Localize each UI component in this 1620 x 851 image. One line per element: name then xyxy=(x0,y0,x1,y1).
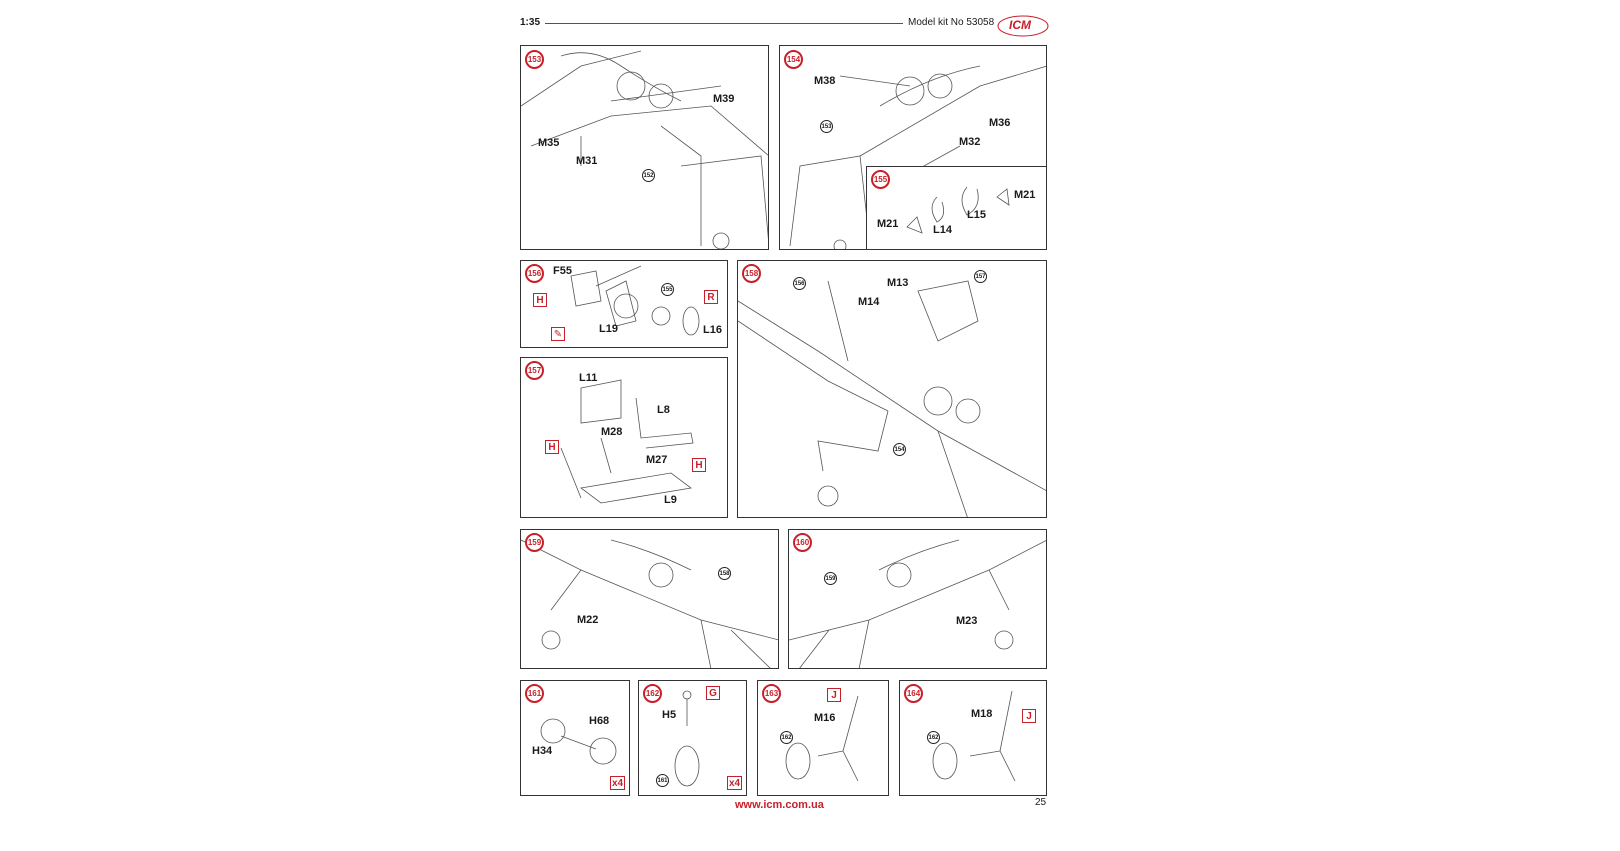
part-label: M22 xyxy=(577,614,599,626)
paint-color-marker: R xyxy=(704,290,718,304)
step-164-panel: 164 M18 J 162 xyxy=(899,680,1047,796)
icm-logo: ICM xyxy=(997,15,1049,37)
paint-color-marker: H xyxy=(545,440,559,454)
part-label: M28 xyxy=(601,426,623,438)
part-label: H68 xyxy=(589,715,610,727)
step-number-badge: 157 xyxy=(525,361,544,380)
helicopter-frame-drawing xyxy=(521,50,768,249)
kit-number: Model kit No 53058 xyxy=(908,17,995,28)
step-reference: 156 xyxy=(793,277,806,290)
brush-paint-icon: ✎ xyxy=(551,327,565,341)
part-label: L9 xyxy=(664,494,677,506)
part-label: L15 xyxy=(967,209,986,221)
step-number-badge: 155 xyxy=(871,170,890,189)
step-reference: 157 xyxy=(974,270,987,283)
part-label: L8 xyxy=(657,404,670,416)
step-153-panel: 153 M39 M35 M31 152 xyxy=(520,45,769,250)
wheel-assembly-drawing xyxy=(674,690,700,787)
header-divider xyxy=(545,23,903,24)
step-number-badge: 161 xyxy=(525,684,544,703)
step-reference: 161 xyxy=(656,774,669,787)
paint-color-marker: G xyxy=(706,686,720,700)
step-157-panel: 157 L11 L8 M28 H M27 H L9 xyxy=(520,357,728,518)
part-label: H5 xyxy=(662,709,677,721)
step-number-badge: 163 xyxy=(762,684,781,703)
helicopter-frame-drawing xyxy=(521,539,778,668)
landing-strut-drawing xyxy=(785,695,859,782)
step-number-badge: 158 xyxy=(742,264,761,283)
step-155-panel: 155 M21 L15 M21 L14 xyxy=(866,166,1047,250)
engine-assembly-drawing xyxy=(570,265,700,336)
step-reference: 159 xyxy=(824,572,837,585)
step-reference: 158 xyxy=(718,567,731,580)
engine-intake-drawing xyxy=(906,186,1010,234)
step-number-badge: 160 xyxy=(793,533,812,552)
step-number-badge: 159 xyxy=(525,533,544,552)
part-label: H34 xyxy=(532,745,553,757)
part-label: M13 xyxy=(887,277,909,289)
paint-color-marker: H xyxy=(692,458,706,472)
step-reference: 153 xyxy=(820,120,833,133)
part-label: L11 xyxy=(579,372,598,384)
step-162-panel: 162 G H5 161 x4 xyxy=(638,680,747,796)
part-label: M14 xyxy=(858,296,880,308)
website-link[interactable]: www.icm.com.ua xyxy=(735,799,824,811)
step-156-panel: 156 F55 H R 155 L19 L16 ✎ xyxy=(520,260,728,348)
step-number-badge: 164 xyxy=(904,684,923,703)
step-number-badge: 154 xyxy=(784,50,803,69)
paint-color-marker: H xyxy=(533,293,547,307)
step-161-panel: 161 H68 H34 x4 xyxy=(520,680,630,796)
part-label: L16 xyxy=(703,324,722,336)
part-label: M18 xyxy=(971,708,993,720)
quantity-marker: x4 xyxy=(727,776,743,790)
paint-color-marker: J xyxy=(827,688,841,702)
wheel-hub-drawing xyxy=(540,718,617,765)
step-163-panel: 163 J M16 162 xyxy=(757,680,889,796)
svg-text:ICM: ICM xyxy=(1009,18,1032,32)
step-159-panel: 159 158 M22 xyxy=(520,529,779,669)
step-number-badge: 156 xyxy=(525,264,544,283)
part-label: L19 xyxy=(599,323,618,335)
part-label: M38 xyxy=(814,75,836,87)
helicopter-frame-drawing xyxy=(738,280,1046,517)
quantity-marker: x4 xyxy=(610,776,626,790)
paint-color-marker: J xyxy=(1022,709,1036,723)
step-160-panel: 160 159 M23 xyxy=(788,529,1047,669)
step-reference: 155 xyxy=(661,283,674,296)
helicopter-frame-drawing xyxy=(789,539,1046,668)
part-label: M21 xyxy=(877,218,899,230)
part-label: M23 xyxy=(956,615,978,627)
scale-label: 1:35 xyxy=(520,17,541,28)
cargo-floor-drawing xyxy=(560,379,694,504)
step-reference: 152 xyxy=(642,169,655,182)
step-reference: 154 xyxy=(893,443,906,456)
page-number: 25 xyxy=(1035,797,1047,808)
part-label: M36 xyxy=(989,117,1011,129)
step-reference: 162 xyxy=(780,731,793,744)
step-158-panel: 158 156 M13 157 M14 154 xyxy=(737,260,1047,518)
part-label: M21 xyxy=(1014,189,1036,201)
part-label: M39 xyxy=(713,93,735,105)
part-label: L14 xyxy=(933,224,952,236)
landing-strut-drawing xyxy=(932,690,1016,782)
part-label: M32 xyxy=(959,136,981,148)
part-label: M35 xyxy=(538,137,560,149)
step-reference: 162 xyxy=(927,731,940,744)
part-label: F55 xyxy=(553,265,572,277)
part-label: M27 xyxy=(646,454,668,466)
part-label: M16 xyxy=(814,712,836,724)
part-label: M31 xyxy=(576,155,598,167)
step-number-badge: 153 xyxy=(525,50,544,69)
step-number-badge: 162 xyxy=(643,684,662,703)
